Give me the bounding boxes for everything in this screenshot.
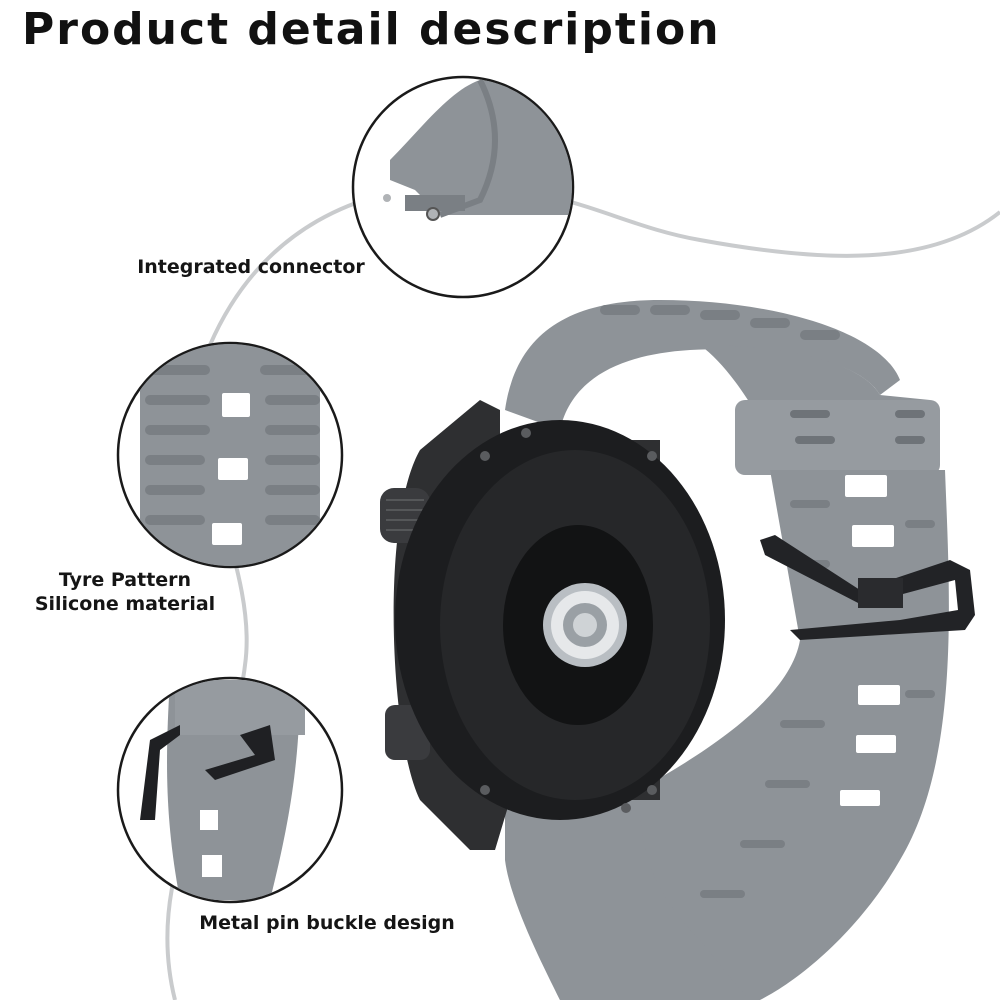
heart-rate-sensor <box>543 583 627 667</box>
detail-circle-connector <box>351 75 575 299</box>
caption-connector: Integrated connector <box>137 256 365 278</box>
caption-tyre-line1: Tyre Pattern <box>58 569 192 591</box>
strap-lower <box>505 800 750 1000</box>
detail-circle-buckle <box>116 676 344 904</box>
caption-tyre: Tyre Pattern Silicone material <box>20 568 230 616</box>
page-title: Product detail description <box>22 4 721 55</box>
caption-tyre-line2: Silicone material <box>34 593 216 615</box>
strap-upper <box>505 300 940 475</box>
strap-keeper <box>735 400 940 475</box>
watch-case <box>380 400 725 850</box>
buckle <box>760 535 975 640</box>
detail-circle-tyre <box>116 341 344 569</box>
caption-buckle: Metal pin buckle design <box>199 912 455 934</box>
